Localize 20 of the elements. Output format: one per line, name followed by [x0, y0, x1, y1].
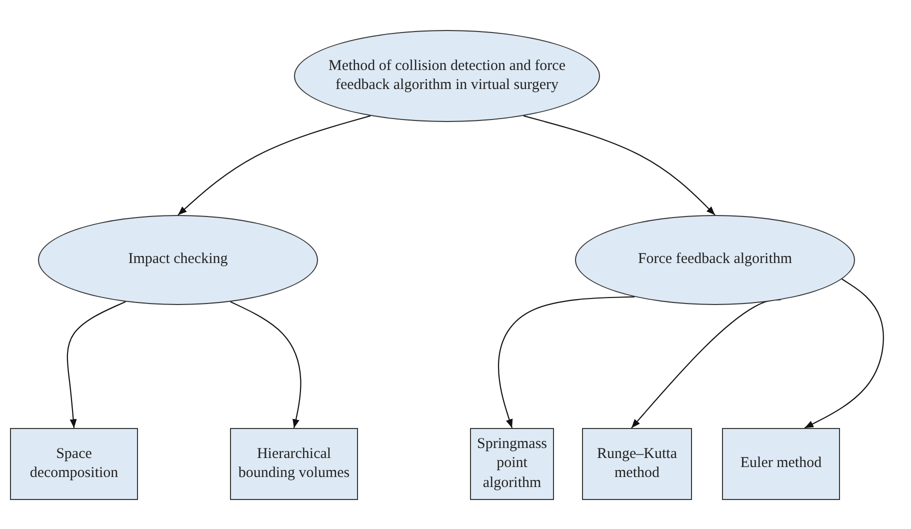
- node-label: Springmass point algorithm: [476, 434, 548, 493]
- method-box: [10, 428, 138, 500]
- method-box: [470, 428, 554, 500]
- arrow: [631, 299, 781, 428]
- node-label: Hierarchical bounding volumes: [237, 444, 351, 483]
- arrow: [498, 296, 635, 428]
- arrow: [178, 115, 371, 216]
- node-label: Impact checking: [128, 250, 228, 270]
- arrow: [804, 278, 884, 428]
- arrow: [523, 115, 716, 216]
- arrow: [230, 301, 302, 428]
- node-label: Method of collision detection and force feedback algorithm in virtual surgery: [327, 56, 566, 95]
- node-label: Euler method: [740, 454, 822, 474]
- node-label: Runge–Kutta method: [596, 444, 678, 483]
- node-label: Force feedback algorithm: [638, 250, 792, 270]
- method-box: [722, 428, 840, 500]
- arrow: [66, 301, 126, 428]
- method-box: [230, 428, 358, 500]
- method-box: [582, 428, 692, 500]
- node-label: Space decomposition: [28, 444, 120, 483]
